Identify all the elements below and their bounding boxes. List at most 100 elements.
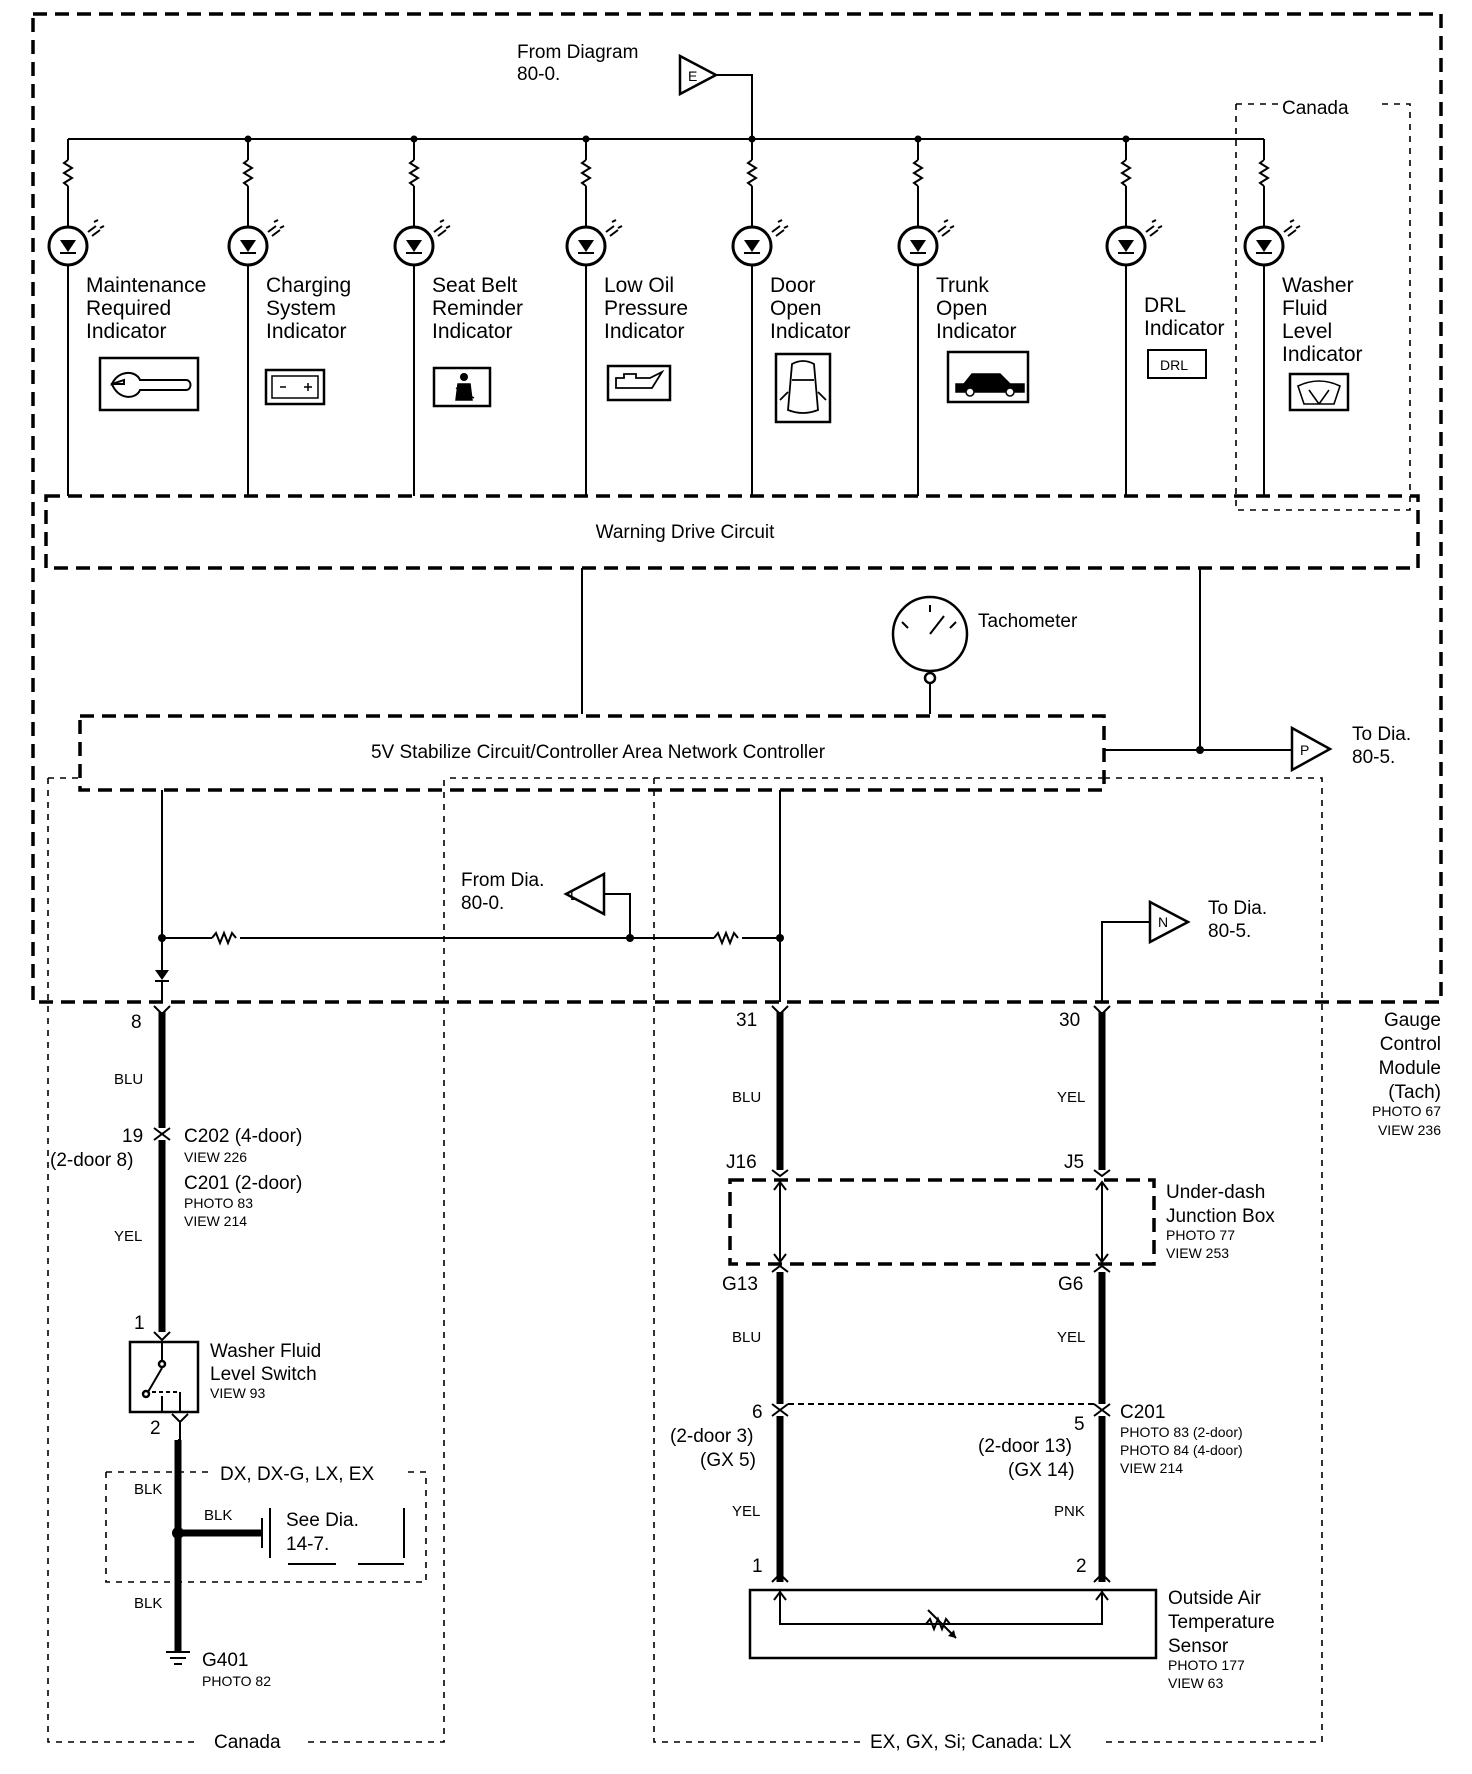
indicator-label-line: Seat Belt <box>432 274 517 297</box>
connector-arrow-p-icon <box>1290 725 1333 773</box>
indicator-label-line: Indicator <box>936 320 1017 343</box>
washer-icon <box>1288 372 1350 412</box>
resistor-left-icon <box>211 930 237 946</box>
conn-alt-2door: (2-door 8) <box>50 1150 133 1171</box>
indicator-label-line: Open <box>770 297 821 320</box>
to-dia-n-label-line2: 80-5. <box>1208 921 1251 942</box>
seatbelt-icon <box>432 366 492 408</box>
resistor-icon <box>1258 159 1270 187</box>
indicator-label-line: Indicator <box>1282 343 1363 366</box>
ground-label: G401 <box>202 1650 248 1671</box>
c201-alt-2door-13: (2-door 13) <box>978 1436 1072 1457</box>
wire-blk-2: BLK <box>204 1507 232 1524</box>
sensor-view: VIEW 63 <box>1168 1675 1223 1691</box>
indicator-label-line: Trunk <box>936 274 989 297</box>
to-dia-p-label-line1: To Dia. <box>1352 724 1411 745</box>
pin-j5: J5 <box>1064 1152 1084 1173</box>
left-circuit: 8 BLU 19 (2-door 8) C202 (4-door) VIEW 2… <box>50 1005 427 1689</box>
jbox-photo: PHOTO 77 <box>1166 1227 1235 1243</box>
svg-text:Module: Module <box>1379 1058 1441 1079</box>
connector-arrow-n-icon <box>1148 899 1191 945</box>
indicator-label-line: Door <box>770 274 816 297</box>
door-open-car-icon <box>774 352 832 424</box>
svg-text:(Tach): (Tach) <box>1388 1082 1441 1103</box>
see-dia-line1: See Dia. <box>286 1510 359 1531</box>
left-region-label: Canada <box>214 1732 281 1753</box>
switch-label-line2: Level Switch <box>210 1364 317 1385</box>
sensor-label-line3: Sensor <box>1168 1636 1229 1657</box>
jbox-label-line1: Under-dash <box>1166 1182 1265 1203</box>
connector-c201-b-icon <box>1093 1403 1111 1417</box>
indicator-label-line: Reminder <box>432 297 523 320</box>
indicator-label-line: Fluid <box>1282 297 1328 320</box>
switch-pin-2: 2 <box>150 1418 161 1439</box>
pin-j16: J16 <box>726 1152 757 1173</box>
indicator-label-line: Indicator <box>266 320 347 343</box>
connector-letter-l: L <box>570 887 578 903</box>
resistor-icon <box>242 159 254 187</box>
indicator-label-line: Indicator <box>1144 317 1225 340</box>
sensor-pin-2: 2 <box>1076 1556 1087 1577</box>
indicator-group: MaintenanceRequiredIndicatorChargingSyst… <box>47 135 1363 496</box>
indicator-label-line: Required <box>86 297 171 320</box>
wire-yel-right-1: YEL <box>1057 1089 1085 1106</box>
from-dia-l-label-line2: 80-0. <box>461 893 504 914</box>
indicator-label-line: Washer <box>1282 274 1354 297</box>
resistor-icon <box>1120 159 1132 187</box>
svg-text:VIEW 236: VIEW 236 <box>1378 1122 1441 1138</box>
switch-view: VIEW 93 <box>210 1385 265 1401</box>
models-region-box <box>105 1471 427 1583</box>
sensor-label-line1: Outside Air <box>1168 1588 1262 1609</box>
c201-label-right: C201 <box>1120 1402 1165 1423</box>
c201-photo-83: PHOTO 83 (2-door) <box>1120 1424 1243 1440</box>
connector-letter-n: N <box>1158 914 1168 930</box>
drl-icon-text: DRL <box>1160 357 1188 373</box>
svg-text:Control: Control <box>1380 1034 1441 1055</box>
c202-label: C202 (4-door) <box>184 1126 302 1147</box>
switch-label-line1: Washer Fluid <box>210 1341 321 1362</box>
wire-yel-right-3: YEL <box>732 1503 760 1520</box>
connector-c202-icon <box>153 1127 171 1141</box>
c201-view-left: VIEW 214 <box>184 1213 247 1229</box>
connector-letter-e: E <box>688 68 697 84</box>
left-canada-region-box <box>47 778 445 1743</box>
indicator-label-line: System <box>266 297 336 320</box>
jbox-view: VIEW 253 <box>1166 1245 1229 1261</box>
diode-icon <box>155 970 169 980</box>
sensor-label-line2: Temperature <box>1168 1612 1275 1633</box>
c201-view-right: VIEW 214 <box>1120 1460 1183 1476</box>
indicator-label-line: Pressure <box>604 297 688 320</box>
models-label: DX, DX-G, LX, EX <box>220 1464 374 1485</box>
wire-blk-1: BLK <box>134 1481 162 1498</box>
stabilize-circuit-label: 5V Stabilize Circuit/Controller Area Net… <box>371 742 826 763</box>
c201-label-left: C201 (2-door) <box>184 1173 302 1194</box>
wrench-icon <box>98 356 200 412</box>
indicator-label-line: Open <box>936 297 987 320</box>
indicator-label-line: Low Oil <box>604 274 674 297</box>
tachometer-label: Tachometer <box>978 611 1078 632</box>
from-diagram-label-line2: 80-0. <box>517 64 560 85</box>
indicator-label-line: Indicator <box>86 320 167 343</box>
sensor-pin-1: 1 <box>752 1556 763 1577</box>
pin-31: 31 <box>736 1010 757 1031</box>
canada-region-box <box>1235 103 1411 511</box>
indicator-label-line: Level <box>1282 320 1332 343</box>
connector-c201-a-icon <box>771 1403 789 1417</box>
resistor-icon <box>580 159 592 187</box>
conn-pin-19: 19 <box>122 1126 143 1147</box>
indicator-label-line: DRL <box>1144 294 1186 317</box>
warning-drive-circuit-box <box>44 494 1420 570</box>
c202-view: VIEW 226 <box>184 1149 247 1165</box>
gauge-control-module-label: Gauge Control Module (Tach) PHOTO 67 VIE… <box>1372 1010 1441 1138</box>
resistor-icon <box>408 159 420 187</box>
to-dia-p-label-line2: 80-5. <box>1352 747 1395 768</box>
ground-photo: PHOTO 82 <box>202 1673 271 1689</box>
wire-yel-left: YEL <box>114 1228 142 1245</box>
c201-pin-6: 6 <box>752 1402 763 1423</box>
